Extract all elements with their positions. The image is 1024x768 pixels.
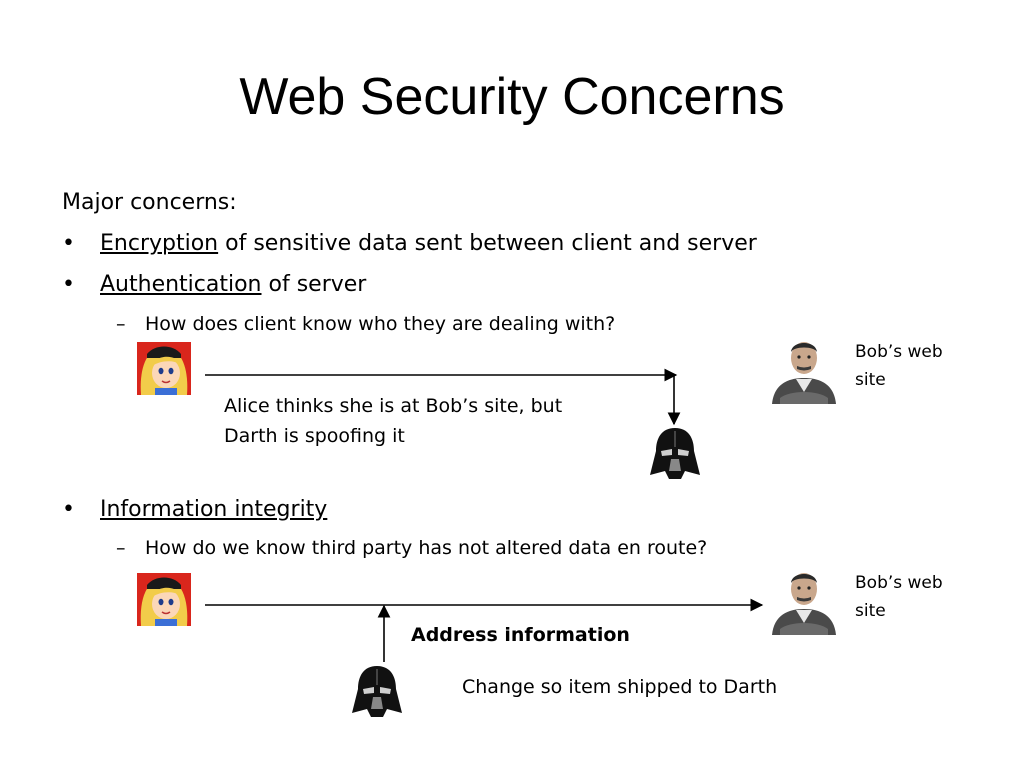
bullet-term: Information integrity [100, 497, 328, 522]
subbullet-marker: – [116, 537, 126, 559]
bullet-term: Encryption [100, 231, 219, 256]
darth-vader-icon [352, 666, 402, 717]
bullet-text: of sensitive data sent between client an… [218, 231, 757, 256]
address-info-label: Address information [411, 624, 630, 646]
bullet-encryption: Encryption of sensitive data sent betwee… [100, 229, 757, 259]
alice-icon [137, 342, 191, 395]
bob-label: site [855, 601, 886, 621]
subbullet-marker: – [116, 313, 126, 335]
darth-vader-icon [650, 428, 700, 479]
bob-icon [768, 332, 840, 404]
bob-label: Bob’s web [855, 342, 943, 362]
bullet-integrity: Information integrity [100, 495, 327, 525]
bullet-text: of server [261, 272, 367, 297]
subbullet-client-know: How does client know who they are dealin… [145, 313, 616, 335]
bob-label: Bob’s web [855, 573, 943, 593]
bullet-term: Authentication [100, 272, 262, 297]
bob-icon [768, 563, 840, 635]
subbullet-altered-data: How do we know third party has not alter… [145, 537, 708, 559]
bob-label: site [855, 370, 886, 390]
bullet-marker: • [62, 497, 75, 522]
change-label: Change so item shipped to Darth [462, 676, 778, 698]
bullet-marker: • [62, 272, 75, 297]
spoof-caption: Alice thinks she is at Bob’s site, but [224, 395, 563, 417]
bullet-marker: • [62, 231, 75, 256]
alice-icon [137, 573, 191, 626]
intro-text: Major concerns: [62, 190, 237, 215]
spoof-caption: Darth is spoofing it [224, 425, 405, 447]
bullet-authentication: Authentication of server [100, 270, 366, 300]
slide-title: Web Security Concerns [239, 68, 785, 126]
